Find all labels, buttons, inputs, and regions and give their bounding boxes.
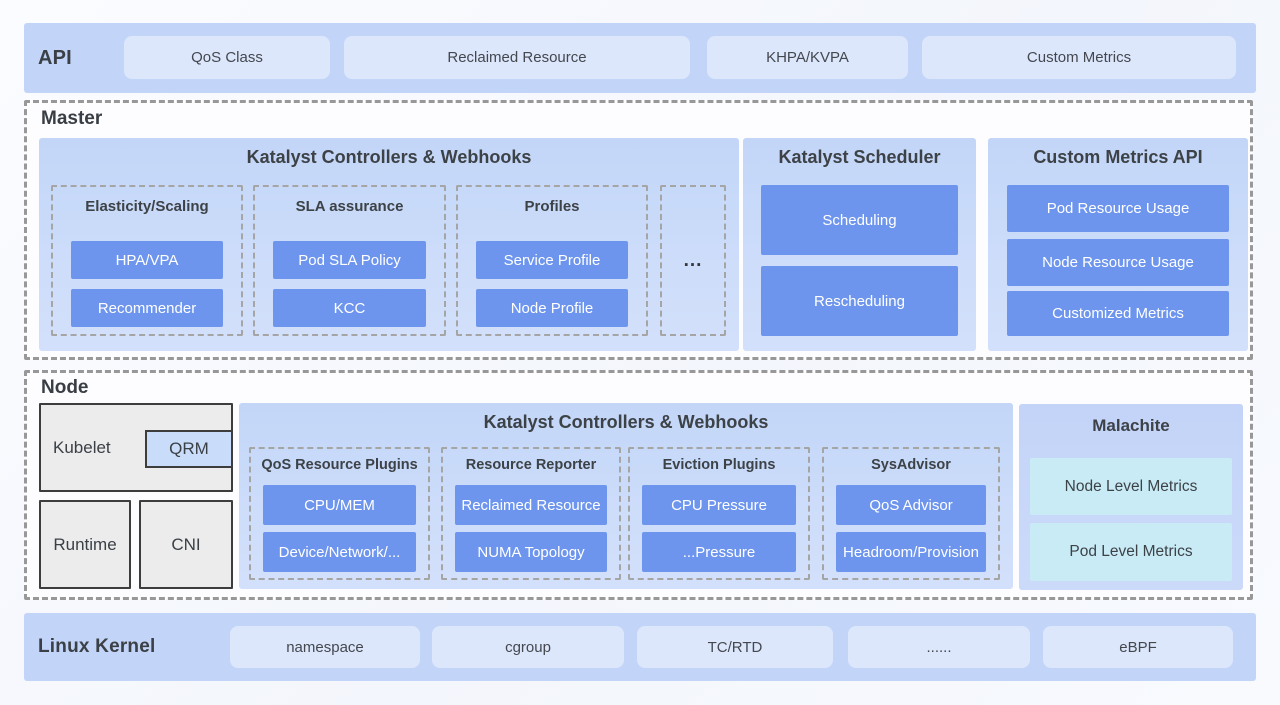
pod-sla-policy-box: Pod SLA Policy <box>273 241 426 279</box>
kernel-chip-tc-rtd: TC/RTD <box>637 626 833 668</box>
device-network-box: Device/Network/... <box>263 532 416 572</box>
pod-level-metrics-box: Pod Level Metrics <box>1030 523 1232 581</box>
runtime-box: Runtime <box>39 500 131 589</box>
group-sla-assurance: SLA assurance Pod SLA Policy KCC <box>253 185 446 336</box>
kernel-chip-namespace: namespace <box>230 626 420 668</box>
group-ellipsis: ... <box>660 185 726 336</box>
group-resource-reporter-title: Resource Reporter <box>465 457 597 473</box>
pod-resource-usage-box: Pod Resource Usage <box>1007 185 1229 232</box>
group-qos-resource-plugins: QoS Resource Plugins CPU/MEM Device/Netw… <box>249 447 430 580</box>
qos-advisor-box: QoS Advisor <box>836 485 986 525</box>
master-controllers-panel: Katalyst Controllers & Webhooks Elastici… <box>39 138 739 351</box>
node-profile-box: Node Profile <box>476 289 628 327</box>
custom-metrics-api-panel: Custom Metrics API Pod Resource Usage No… <box>988 138 1248 351</box>
group-elasticity-scaling: Elasticity/Scaling HPA/VPA Recommender <box>51 185 243 336</box>
group-eviction-plugins: Eviction Plugins CPU Pressure ...Pressur… <box>628 447 810 580</box>
group-sysadvisor: SysAdvisor QoS Advisor Headroom/Provisio… <box>822 447 1000 580</box>
kubelet-box: Kubelet QRM <box>39 403 233 492</box>
headroom-provision-box: Headroom/Provision <box>836 532 986 572</box>
kcc-box: KCC <box>273 289 426 327</box>
cni-box: CNI <box>139 500 233 589</box>
api-bar: API QoS Class Reclaimed Resource KHPA/KV… <box>24 23 1256 93</box>
group-resource-reporter: Resource Reporter Reclaimed Resource NUM… <box>441 447 621 580</box>
group-elasticity-scaling-title: Elasticity/Scaling <box>85 198 209 215</box>
kernel-chip-cgroup: cgroup <box>432 626 624 668</box>
linux-kernel-bar: Linux Kernel namespace cgroup TC/RTD ...… <box>24 613 1256 681</box>
api-chip-qos-class: QoS Class <box>124 36 330 79</box>
kernel-chip-ebpf: eBPF <box>1043 626 1233 668</box>
katalyst-scheduler-panel: Katalyst Scheduler Scheduling Rescheduli… <box>743 138 976 351</box>
group-sla-assurance-title: SLA assurance <box>295 198 404 215</box>
node-level-metrics-box: Node Level Metrics <box>1030 458 1232 515</box>
api-chip-reclaimed-resource: Reclaimed Resource <box>344 36 690 79</box>
custom-metrics-api-title: Custom Metrics API <box>1033 147 1203 167</box>
cpu-pressure-box: CPU Pressure <box>642 485 796 525</box>
group-profiles: Profiles Service Profile Node Profile <box>456 185 648 336</box>
group-eviction-plugins-title: Eviction Plugins <box>662 457 776 473</box>
hpa-vpa-box: HPA/VPA <box>71 241 223 279</box>
node-section: Node Kubelet QRM Runtime CNI Katalyst Co… <box>24 370 1253 600</box>
master-controllers-title: Katalyst Controllers & Webhooks <box>246 147 532 167</box>
reclaimed-resource-box: Reclaimed Resource <box>455 485 607 525</box>
rescheduling-box: Rescheduling <box>761 266 958 336</box>
group-qos-resource-plugins-title: QoS Resource Plugins <box>261 457 418 473</box>
master-section: Master Katalyst Controllers & Webhooks E… <box>24 100 1253 360</box>
master-section-label: Master <box>41 108 103 129</box>
linux-kernel-label: Linux Kernel <box>38 636 156 657</box>
node-agent-title: Katalyst Controllers & Webhooks <box>483 412 769 432</box>
node-agent-panel: Katalyst Controllers & Webhooks QoS Reso… <box>239 403 1013 589</box>
customized-metrics-box: Customized Metrics <box>1007 291 1229 336</box>
numa-topology-box: NUMA Topology <box>455 532 607 572</box>
cpu-mem-box: CPU/MEM <box>263 485 416 525</box>
service-profile-box: Service Profile <box>476 241 628 279</box>
api-chip-custom-metrics: Custom Metrics <box>922 36 1236 79</box>
api-chip-khpa-kvpa: KHPA/KVPA <box>707 36 908 79</box>
katalyst-scheduler-title: Katalyst Scheduler <box>778 147 941 167</box>
malachite-title: Malachite <box>1092 416 1170 435</box>
malachite-panel: Malachite Node Level Metrics Pod Level M… <box>1019 404 1243 590</box>
api-bar-label: API <box>38 46 72 69</box>
group-profiles-title: Profiles <box>524 198 580 215</box>
kubelet-label: Kubelet <box>53 437 111 457</box>
other-pressure-box: ...Pressure <box>642 532 796 572</box>
group-sysadvisor-title: SysAdvisor <box>871 457 951 473</box>
kernel-chip-ellipsis: ...... <box>848 626 1030 668</box>
node-resource-usage-box: Node Resource Usage <box>1007 239 1229 286</box>
scheduling-box: Scheduling <box>761 185 958 255</box>
node-section-label: Node <box>41 377 89 398</box>
recommender-box: Recommender <box>71 289 223 327</box>
qrm-box: QRM <box>145 430 233 468</box>
